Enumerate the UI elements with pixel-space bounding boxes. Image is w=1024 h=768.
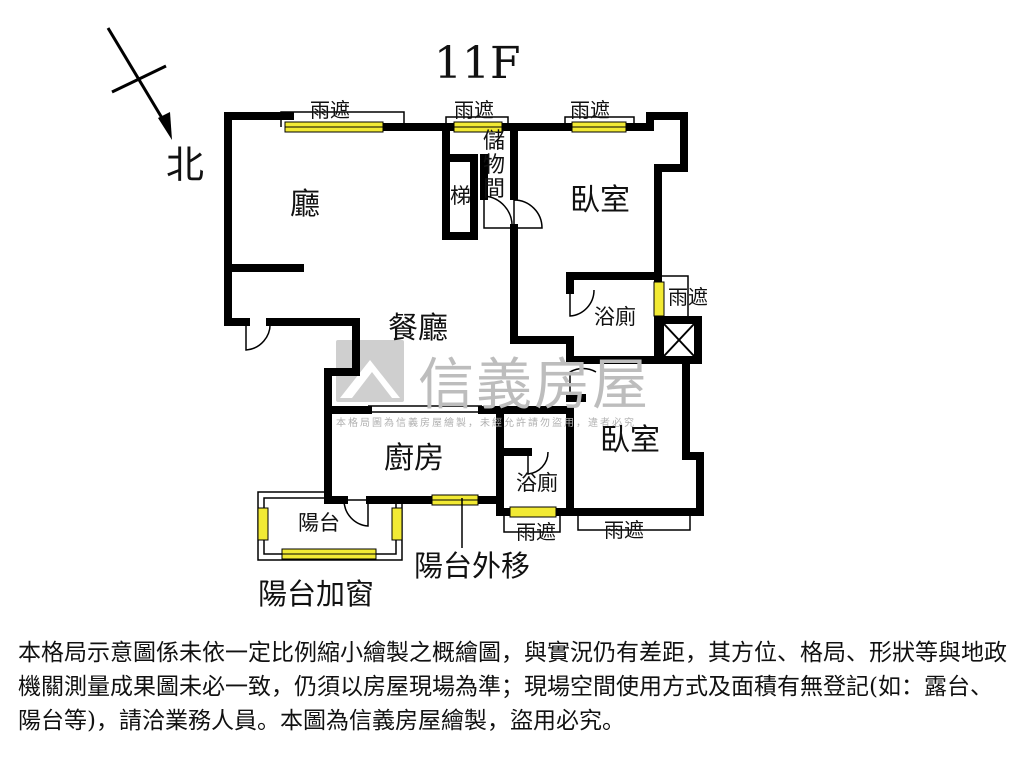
rain-shelter-label-1: 雨遮 (310, 98, 350, 122)
room-stairs: 梯 (450, 184, 471, 208)
room-kitchen: 廚房 (384, 441, 444, 476)
shaft-icon (663, 323, 695, 357)
room-bath-1: 浴廁 (594, 305, 636, 329)
floor-plan (106, 27, 704, 561)
floor-label: 11F (434, 38, 521, 89)
room-storage: 儲物間 (482, 129, 505, 202)
annotation-balcony-moved-out: 陽台外移 (414, 549, 531, 583)
room-dining: 餐廳 (388, 311, 448, 346)
door-swings (245, 195, 597, 527)
rain-shelter-label-4: 雨遮 (668, 285, 708, 309)
annotation-balcony-window: 陽台加窗 (258, 577, 375, 611)
north-arrow-icon (106, 27, 172, 140)
room-living: 廳 (290, 187, 320, 222)
disclaimer-text: 本格局示意圖係未依一定比例縮小繪製之概繪圖，與實況仍有差距，其方位、格局、形狀等… (18, 640, 1007, 734)
rain-shelter-label-6: 雨遮 (604, 518, 644, 542)
north-label: 北 (166, 143, 205, 187)
room-balcony: 陽台 (298, 511, 340, 535)
kitchen-sliding-door (368, 405, 482, 413)
room-bedroom-1: 臥室 (570, 183, 630, 218)
watermark-notice: 本格局圖為信義房屋繪製，未經允許請勿盜用，違者必究 (336, 418, 636, 429)
room-bath-2: 浴廁 (516, 471, 558, 495)
watermark-brand: 信義房屋 (418, 353, 650, 418)
room-bedroom-2: 臥室 (600, 423, 660, 458)
rain-shelter-label-5: 雨遮 (516, 520, 556, 544)
walls (224, 112, 704, 516)
rain-shelter-label-3: 雨遮 (570, 98, 610, 122)
rain-shelter-label-2: 雨遮 (454, 98, 494, 122)
